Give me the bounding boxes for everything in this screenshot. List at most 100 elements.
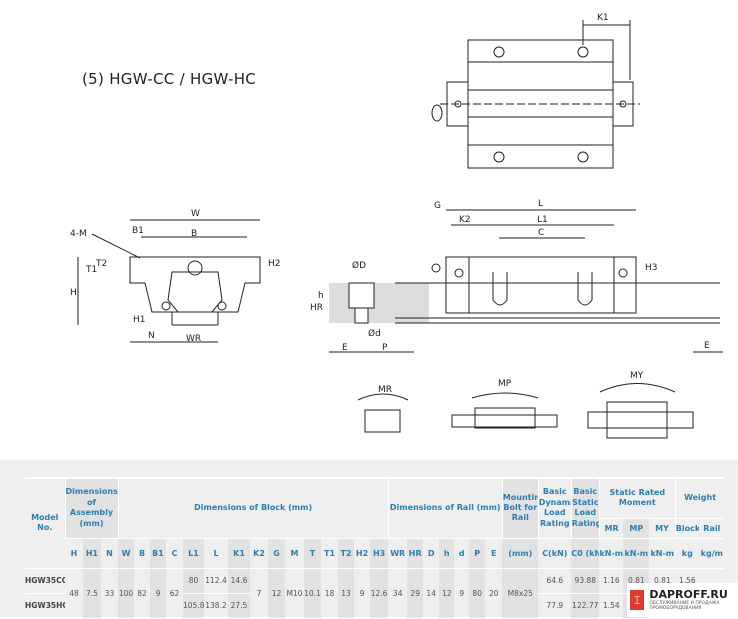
header-my: MY — [649, 518, 676, 539]
symbol-n: N — [101, 538, 119, 569]
symbol-h1: H1 — [83, 538, 101, 569]
header-c0: C0 (kN) — [571, 538, 600, 569]
rail-section-drawing: ØD Ød HR h E P — [310, 260, 429, 353]
svg-text:N: N — [148, 331, 155, 341]
cell-b1: 9 — [150, 568, 167, 619]
cell-l: 138.2 — [204, 593, 229, 619]
cell-t2: 13 — [338, 568, 355, 619]
cell-l: 112.4 — [204, 568, 229, 594]
logo-icon: ⌶ — [630, 590, 645, 610]
symbol-k2: K2 — [250, 538, 269, 569]
header-dynamic: Basic Dynamic Load Rating — [537, 477, 572, 539]
svg-text:T2: T2 — [95, 259, 107, 269]
svg-text:G: G — [434, 201, 441, 211]
header-mp: MP — [623, 518, 650, 539]
cell-mr: 1.54 — [599, 593, 624, 619]
svg-text:L1: L1 — [537, 215, 548, 225]
watermark: ⌶ DAPROFF.RU ОБСЛУЖИВАНИЕ И ПРОДАЖА ПРОМ… — [627, 583, 738, 617]
cell-k1: 14.6 — [228, 568, 251, 594]
symbol-wr: WR — [388, 538, 408, 569]
cell-mr: 1.16 — [599, 568, 624, 594]
cell-t: 10.1 — [304, 568, 322, 619]
cell-n: 33 — [101, 568, 119, 619]
symbol-w: W — [118, 538, 135, 569]
symbol-d: D — [423, 538, 440, 569]
symbol-b: B — [134, 538, 151, 569]
svg-text:H3: H3 — [645, 263, 658, 273]
unit-mp: kN-m — [623, 538, 650, 569]
header-mm: (mm) — [502, 538, 539, 569]
svg-text:Ød: Ød — [368, 328, 381, 339]
cell-k2: 7 — [250, 568, 269, 619]
header-c: C(kN) — [538, 538, 572, 569]
cell-h1: 7.5 — [83, 568, 101, 619]
svg-text:h: h — [318, 291, 324, 301]
specification-table: Model No. Dimensions of Assembly (mm) Di… — [25, 477, 725, 619]
svg-text:H: H — [70, 288, 77, 298]
page-title: (5) HGW-CC / HGW-HC — [82, 70, 257, 88]
cell-c: 77.9 — [538, 593, 572, 619]
symbol-t: T — [304, 538, 322, 569]
cell-c: 62 — [166, 568, 184, 619]
cell-w: 100 — [118, 568, 135, 619]
svg-text:H2: H2 — [268, 259, 281, 269]
header-weight: Weight — [674, 477, 725, 519]
svg-text:4-M: 4-M — [70, 229, 87, 239]
svg-text:MR: MR — [378, 385, 392, 395]
cell-c: 64.6 — [538, 568, 572, 594]
symbol-hr: HR — [407, 538, 424, 569]
svg-text:W: W — [191, 209, 200, 219]
model-number: HGW35HC — [25, 593, 65, 619]
model-number: HGW35CC — [25, 568, 65, 594]
svg-text:MP: MP — [498, 379, 512, 389]
svg-text:B: B — [191, 229, 197, 239]
svg-text:T1: T1 — [85, 265, 97, 275]
svg-text:K2: K2 — [459, 215, 471, 225]
header-block-weight: Block — [674, 518, 700, 539]
svg-text:HR: HR — [310, 303, 323, 313]
symbol-h2: H2 — [354, 538, 371, 569]
symbol-m: M — [285, 538, 305, 569]
symbol-h3: H3 — [370, 538, 389, 569]
top-view-drawing: K1 — [431, 13, 640, 169]
svg-text:WR: WR — [186, 334, 201, 344]
cell-k1: 27.5 — [228, 593, 251, 619]
header-mr: MR — [598, 518, 624, 539]
symbol-h: H — [65, 538, 83, 569]
symbol-h: h — [439, 538, 455, 569]
symbol-c: C — [166, 538, 184, 569]
header-static: Basic Static Load Rating — [570, 477, 600, 539]
cell-e: 20 — [485, 568, 503, 619]
symbol-t1: T1 — [321, 538, 339, 569]
header-rail-weight: Rail — [699, 518, 725, 539]
svg-text:B1: B1 — [132, 226, 144, 236]
cell-hr: 29 — [407, 568, 424, 619]
watermark-name: DAPROFF.RU — [649, 588, 728, 601]
cell-b: 82 — [134, 568, 151, 619]
header-block: Dimensions of Block (mm) — [117, 477, 389, 539]
cell-m: M10 — [285, 568, 305, 619]
symbol-e: E — [485, 538, 503, 569]
symbol-l: L — [204, 538, 229, 569]
symbol-l1: L1 — [183, 538, 205, 569]
front-view-drawing: W B B1 4-M H T1 T2 H2 H1 N WR — [70, 209, 281, 344]
cell-l1: 80 — [183, 568, 205, 594]
svg-text:C: C — [538, 228, 544, 238]
svg-text:E: E — [342, 343, 348, 353]
svg-text:H1: H1 — [133, 315, 146, 325]
side-view-drawing: L L1 C G K2 H3 E — [395, 199, 723, 353]
symbol-p: P — [469, 538, 486, 569]
unit-mr: kN-m — [599, 538, 624, 569]
watermark-tagline: ОБСЛУЖИВАНИЕ И ПРОДАЖА ПРОМОБОРУДОВАНИЯ — [649, 601, 720, 611]
symbol-g: G — [268, 538, 286, 569]
header-bolt: Mounting Bolt for Rail — [501, 477, 539, 539]
cell-wr: 34 — [388, 568, 408, 619]
technical-drawings: K1 W B B1 4-M H T1 T2 H2 H1 N WR ØD Ød H… — [70, 13, 723, 439]
symbol-d: d — [454, 538, 470, 569]
cell-h: 12 — [439, 568, 455, 619]
unit-block: kg — [675, 538, 700, 569]
cell-p: 80 — [469, 568, 486, 619]
symbol-k1: K1 — [228, 538, 251, 569]
